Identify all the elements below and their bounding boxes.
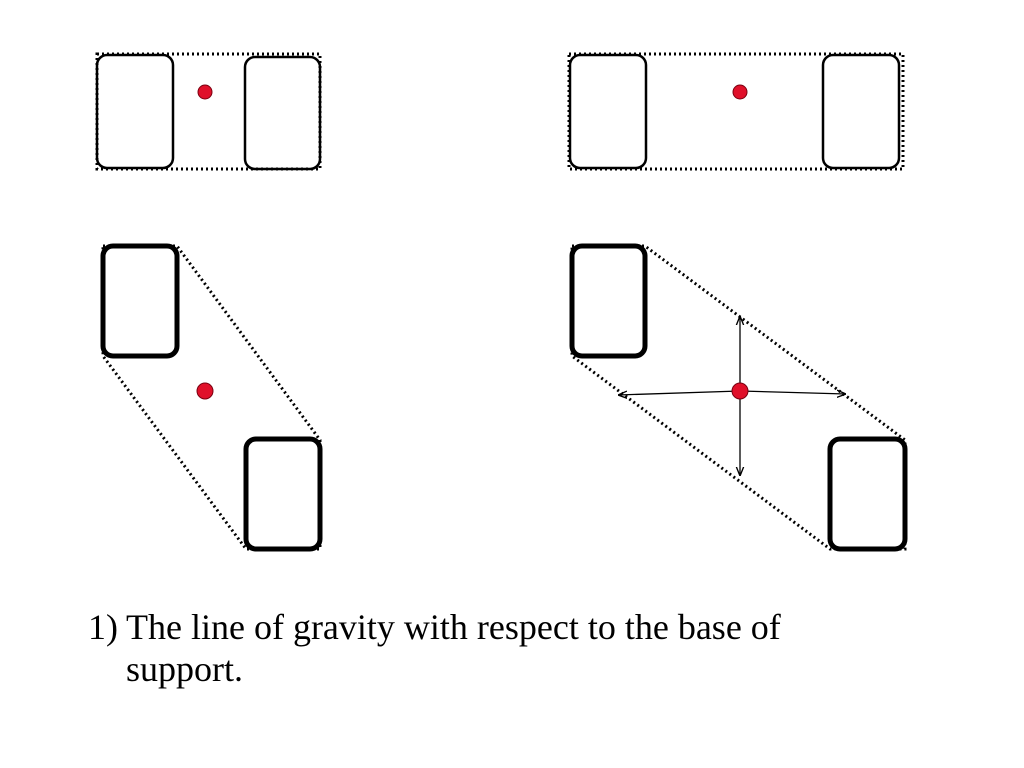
panel-diagonal-wide-stance <box>569 243 908 552</box>
center-of-gravity-dot <box>197 84 213 100</box>
arrow-right <box>739 391 846 394</box>
caption-number: 1) <box>88 607 118 647</box>
center-of-gravity-dot <box>731 382 749 400</box>
caption-line-2: support. <box>126 649 243 689</box>
base-of-support-outline <box>570 244 907 551</box>
caption: 1)The line of gravity with respect to th… <box>88 606 948 690</box>
front-foot-outline <box>569 243 648 359</box>
center-of-gravity-dot <box>196 382 214 400</box>
panel-diagonal-narrow-stance <box>100 243 323 552</box>
right-foot-outline <box>821 53 901 170</box>
base-of-support-outline <box>95 52 322 171</box>
left-foot-outline <box>568 53 648 170</box>
back-foot-outline <box>243 436 323 552</box>
center-of-gravity-dot <box>732 84 748 100</box>
base-of-support-diagram <box>95 52 908 552</box>
caption-line-1: The line of gravity with respect to the … <box>126 607 781 647</box>
panel-wide-stance <box>567 52 905 171</box>
right-foot-outline <box>243 55 322 171</box>
arrow-left <box>618 390 741 395</box>
base-of-support-outline <box>567 52 905 171</box>
back-foot-outline <box>827 436 908 552</box>
panel-narrow-stance <box>95 52 322 171</box>
base-of-support-outline <box>101 244 322 551</box>
front-foot-outline <box>100 243 180 359</box>
left-foot-outline <box>95 53 175 170</box>
